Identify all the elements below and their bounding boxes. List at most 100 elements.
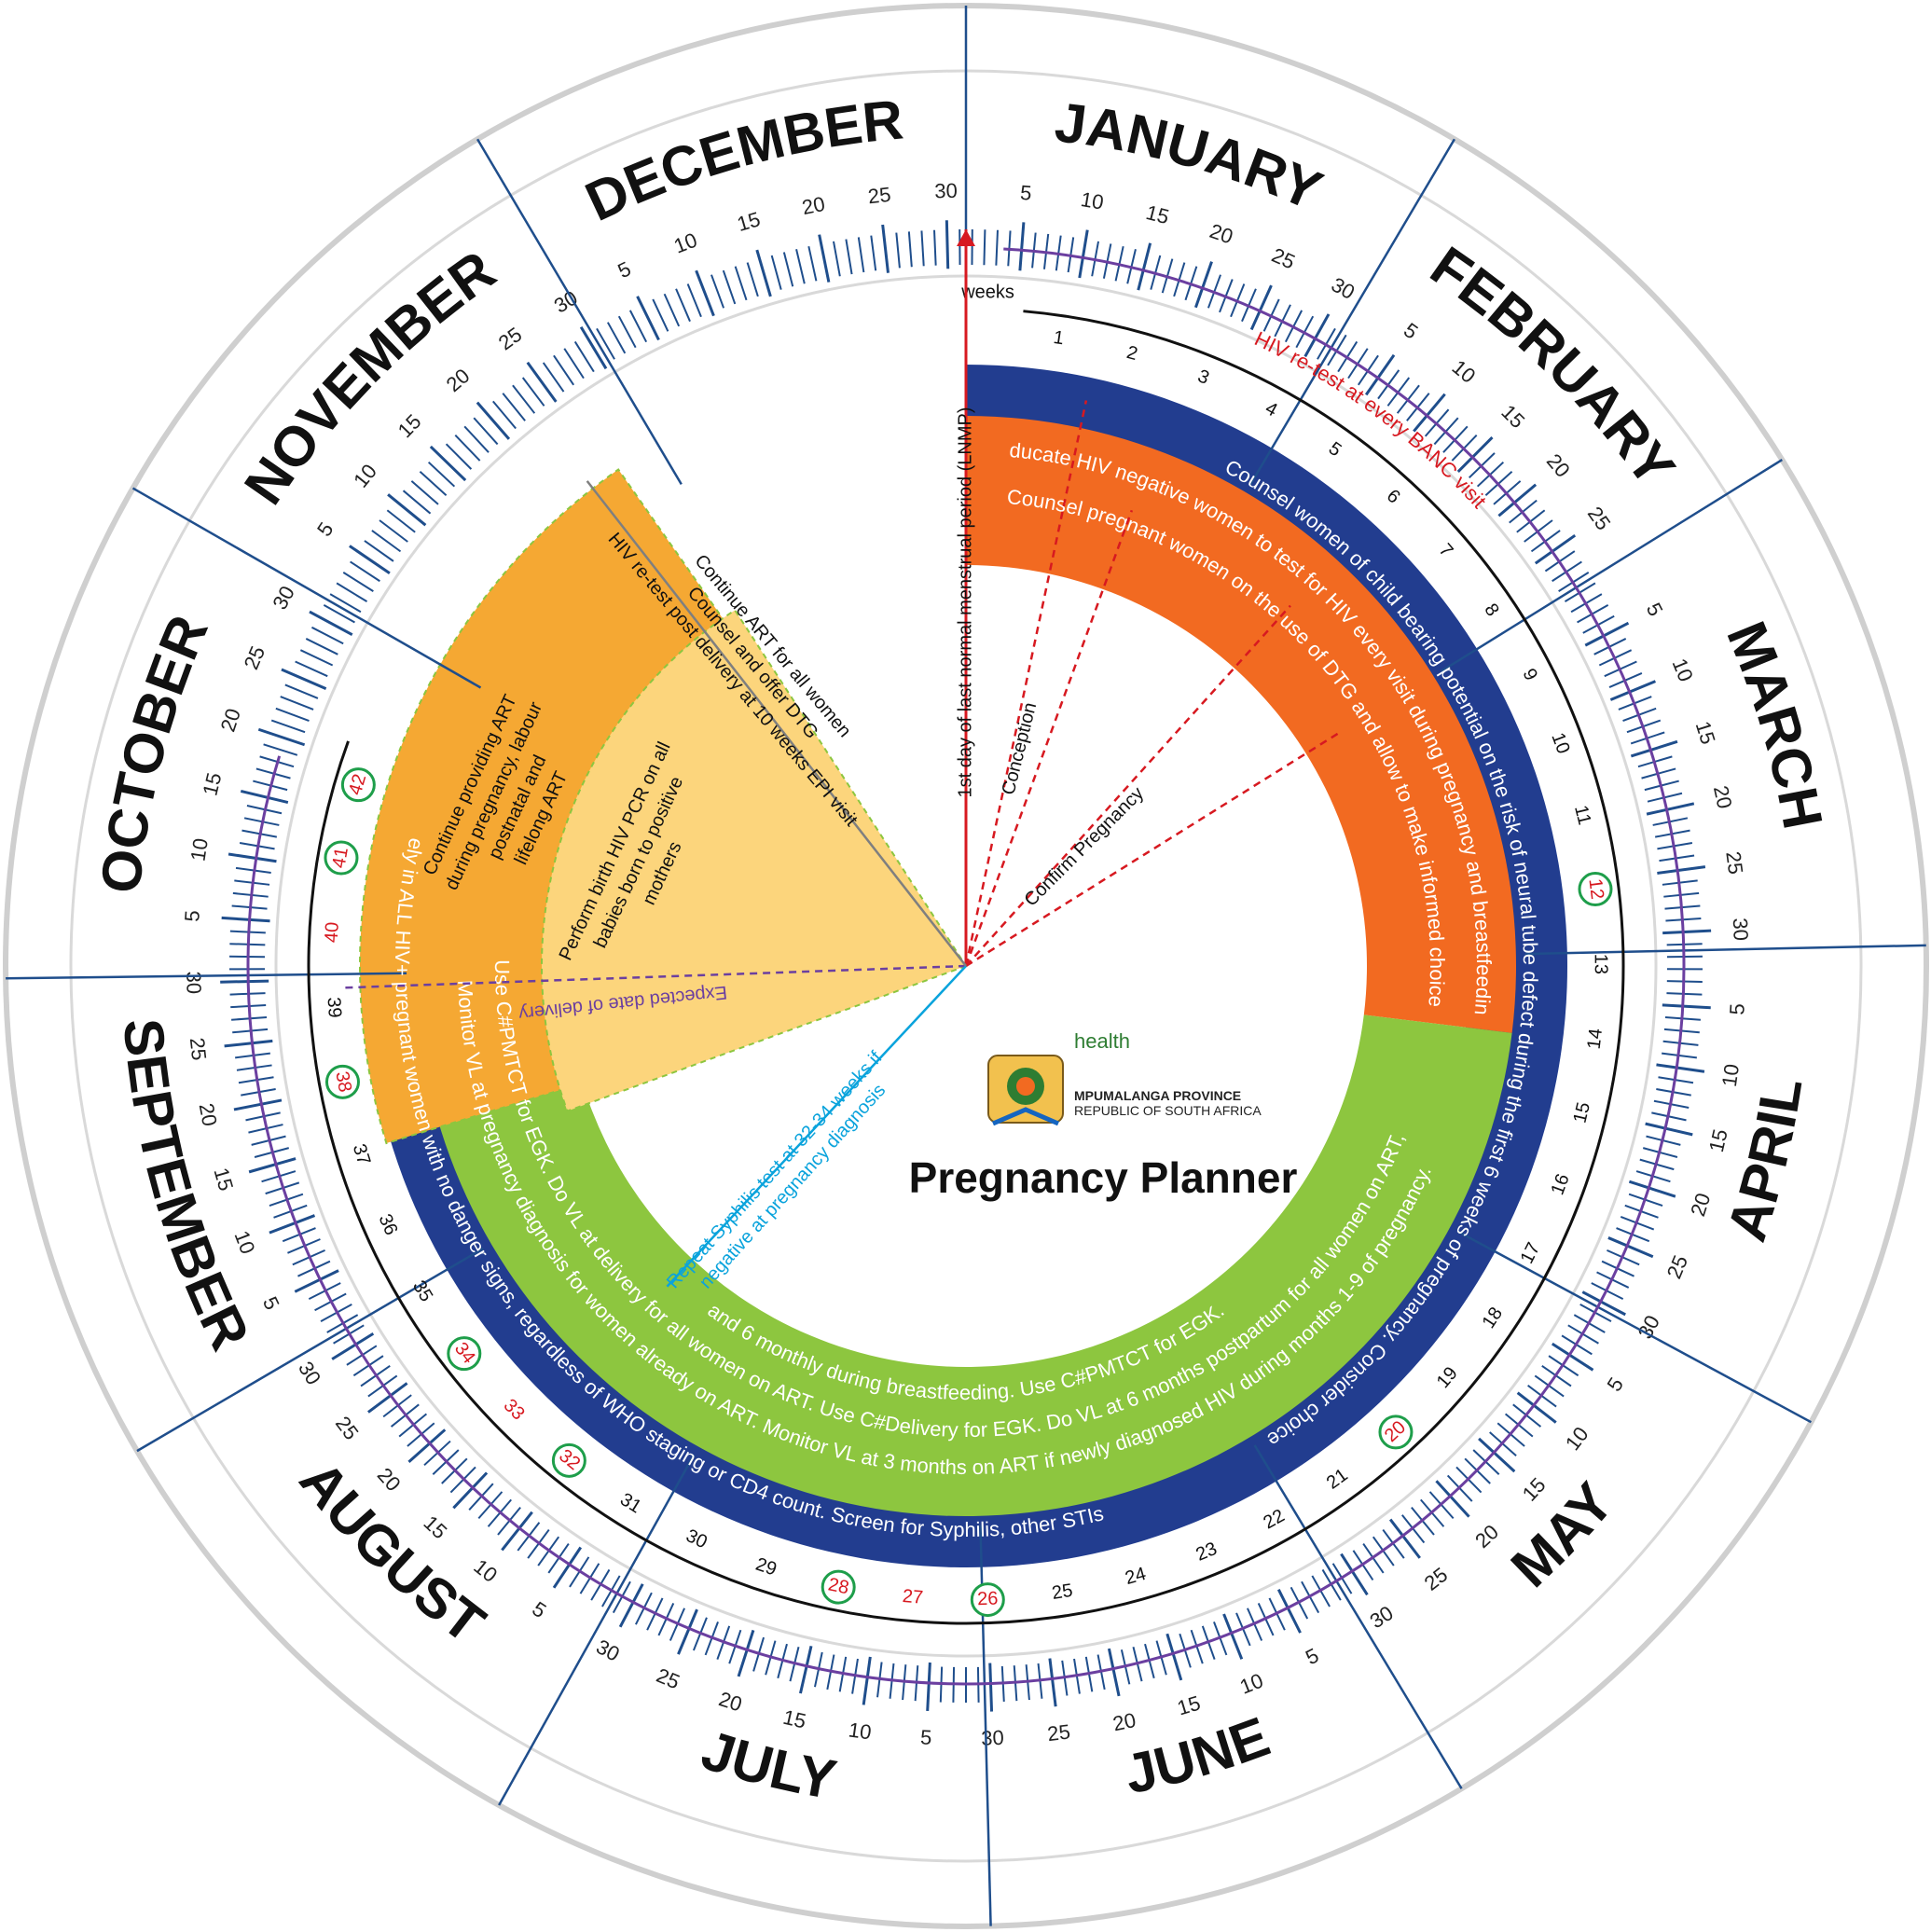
day-tick — [228, 852, 277, 863]
conception-line — [964, 400, 1088, 967]
day-tick — [710, 274, 725, 309]
day-tick — [284, 683, 319, 699]
day-tick — [294, 1269, 339, 1293]
day-tick — [926, 1662, 931, 1712]
day-tick — [1276, 1588, 1302, 1634]
weeks-label: weeks — [960, 282, 1014, 302]
syphilis-line — [666, 965, 967, 1288]
day-tick — [1107, 1648, 1121, 1697]
lnmp-label: 1st day of last normal menstrual period … — [955, 407, 975, 797]
day-tick — [782, 252, 794, 287]
day-tick — [895, 232, 901, 269]
day-tick — [452, 1471, 489, 1510]
day-tick — [845, 239, 853, 275]
day-tick — [1078, 229, 1089, 279]
week-number: 40 — [322, 921, 343, 943]
day-tick — [988, 1663, 994, 1712]
week-number: 28 — [826, 1574, 850, 1598]
day-tick — [257, 727, 306, 747]
day-tick — [492, 400, 517, 430]
day-tick — [1137, 242, 1152, 291]
day-tick — [331, 1332, 375, 1360]
day-tick — [387, 493, 427, 527]
day-tick — [1222, 1613, 1244, 1660]
day-tick — [445, 443, 473, 470]
coat-of-arms-icon — [987, 1055, 1064, 1126]
day-tick — [617, 315, 637, 349]
day-tick — [295, 660, 328, 678]
day-tick — [427, 461, 456, 488]
week-number: 38 — [331, 1070, 355, 1094]
day-tick — [636, 296, 660, 341]
week-number: 15 — [1570, 1100, 1595, 1125]
day-tick — [305, 638, 338, 656]
day-number: 10 — [847, 1718, 873, 1744]
month-divider — [136, 1247, 484, 1453]
day-tick — [1048, 1658, 1057, 1707]
day-tick — [240, 789, 289, 805]
day-number: 25 — [1721, 850, 1747, 876]
day-tick — [281, 668, 327, 691]
day-tick — [995, 229, 999, 266]
day-tick — [920, 230, 925, 267]
month-divider — [6, 972, 407, 980]
day-tick — [1456, 436, 1494, 474]
day-tick — [722, 269, 737, 305]
day-tick — [1303, 313, 1331, 358]
logo-province: MPUMALANGA PROVINCE — [1074, 1088, 1241, 1103]
day-tick — [573, 340, 595, 373]
day-tick — [364, 540, 394, 562]
day-number: 25 — [1046, 1719, 1071, 1746]
day-number: 20 — [1110, 1708, 1138, 1735]
day-number: 25 — [186, 1036, 211, 1061]
day-tick — [280, 696, 314, 711]
day-tick — [220, 979, 269, 984]
visit-circle — [447, 1336, 482, 1372]
visit-circle — [324, 1064, 360, 1099]
day-tick — [463, 425, 490, 453]
advice-bands — [364, 365, 1567, 1568]
day-tick — [410, 480, 439, 505]
day-tick — [770, 255, 782, 290]
week-number: 27 — [902, 1586, 924, 1608]
day-number: 15 — [1143, 200, 1171, 228]
logo-word: health — [1074, 1029, 1130, 1053]
day-tick — [379, 519, 408, 543]
visit-circle — [1378, 1414, 1414, 1450]
day-tick — [526, 361, 558, 403]
orange-band — [966, 416, 1516, 1033]
day-number: 15 — [780, 1705, 807, 1733]
day-number: 25 — [867, 183, 892, 209]
day-tick — [563, 348, 585, 380]
week-number: 41 — [329, 846, 352, 870]
day-tick — [1630, 739, 1678, 758]
day-tick — [1249, 284, 1273, 331]
day-tick — [263, 743, 298, 756]
day-tick — [1662, 1003, 1711, 1010]
day-tick — [521, 377, 545, 407]
day-tick — [476, 401, 511, 440]
day-tick — [454, 434, 481, 462]
week-number: 14 — [1584, 1028, 1607, 1051]
day-tick — [275, 707, 310, 723]
week-number: 13 — [1591, 954, 1611, 974]
day-number: 5 — [1019, 181, 1032, 205]
day-tick — [248, 1157, 297, 1174]
day-tick — [386, 509, 416, 533]
day-number: 5 — [919, 1725, 932, 1749]
month-divider — [131, 487, 482, 689]
day-tick — [695, 269, 715, 317]
visit-circle — [1578, 872, 1613, 907]
day-tick — [686, 283, 702, 318]
day-tick — [502, 393, 526, 421]
day-tick — [553, 354, 575, 386]
day-tick — [857, 237, 865, 273]
week-ring-line — [307, 310, 1625, 1625]
day-tick — [371, 530, 402, 553]
day-tick — [1340, 1552, 1369, 1596]
day-tick — [933, 229, 937, 266]
day-number: 5 — [1725, 1003, 1749, 1016]
month-divider — [1249, 138, 1456, 486]
lnmp-arrow-icon — [957, 229, 975, 246]
day-tick — [833, 241, 841, 277]
